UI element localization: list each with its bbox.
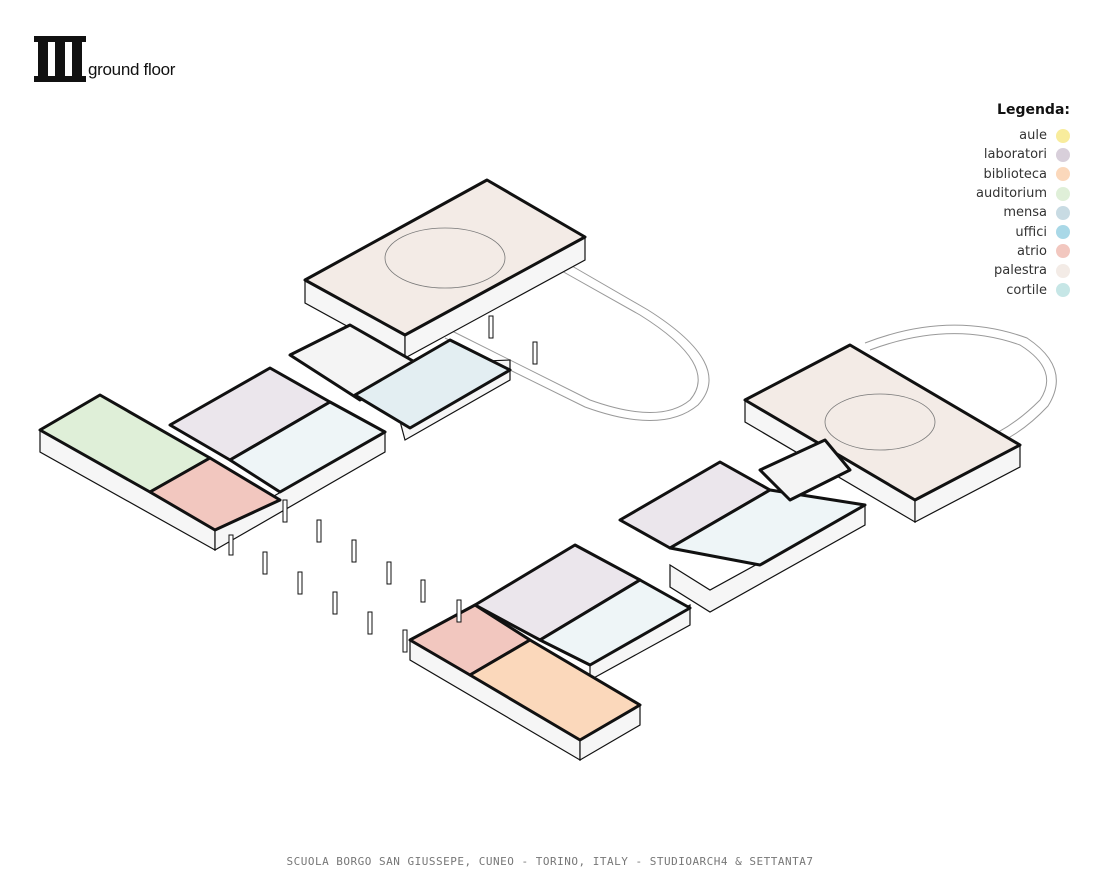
legend-swatch	[1056, 147, 1070, 162]
legend-item-aule: aule	[976, 126, 1070, 145]
legend-label: biblioteca	[983, 166, 1047, 182]
legend-label: uffici	[1015, 224, 1047, 240]
title-block: ground floor	[34, 36, 175, 82]
classrooms-west	[228, 400, 387, 494]
legend-label: cortile	[1006, 282, 1047, 298]
legend-swatch	[1056, 186, 1070, 201]
classrooms-east	[668, 488, 867, 567]
atrio-west	[148, 456, 282, 532]
gym-east	[743, 343, 1022, 502]
legend-label: laboratori	[983, 147, 1047, 163]
rooms	[38, 178, 1022, 742]
gym-north	[303, 178, 587, 337]
mensa-north	[353, 338, 512, 430]
footer-caption: SCUOLA BORGO SAN GIUSSEPE, CUNEO - TORIN…	[286, 855, 814, 868]
legend-item-cortile: cortile	[976, 280, 1070, 299]
legend-label: auditorium	[976, 186, 1047, 202]
legend-swatch	[1056, 225, 1070, 240]
legend-swatch	[1056, 263, 1070, 278]
legend-item-mensa: mensa	[976, 203, 1070, 222]
legend-item-palestra: palestra	[976, 261, 1070, 280]
legend: Legenda: aule laboratori biblioteca auditor…	[976, 102, 1070, 300]
legend-item-biblioteca: biblioteca	[976, 165, 1070, 184]
columns	[228, 315, 538, 653]
legend-items: aule laboratori biblioteca auditorium mensa u…	[976, 126, 1070, 300]
legend-swatch	[1056, 244, 1070, 259]
legend-item-auditorium: auditorium	[976, 184, 1070, 203]
connector-east	[758, 438, 852, 502]
running-track-east	[869, 333, 1048, 441]
floor-number-logo	[34, 36, 86, 82]
legend-item-atrio: atrio	[976, 242, 1070, 261]
legend-label: aule	[1019, 128, 1047, 144]
legend-swatch	[1056, 283, 1070, 298]
legend-swatch	[1056, 205, 1070, 220]
legend-item-laboratori: laboratori	[976, 145, 1070, 164]
legend-label: atrio	[1017, 243, 1047, 259]
legend-swatch	[1056, 167, 1070, 182]
legend-label: palestra	[993, 263, 1047, 279]
legend-swatch	[1056, 128, 1070, 143]
running-track-north	[449, 269, 699, 413]
running-tracks	[444, 261, 1057, 449]
court-markings	[384, 227, 936, 451]
legend-item-uffici: uffici	[976, 222, 1070, 241]
legend-label: mensa	[1003, 205, 1047, 221]
classrooms-south	[538, 578, 692, 667]
legend-title: Legenda:	[997, 102, 1070, 118]
biblioteca	[468, 638, 642, 742]
floor-label: ground floor	[88, 60, 176, 79]
